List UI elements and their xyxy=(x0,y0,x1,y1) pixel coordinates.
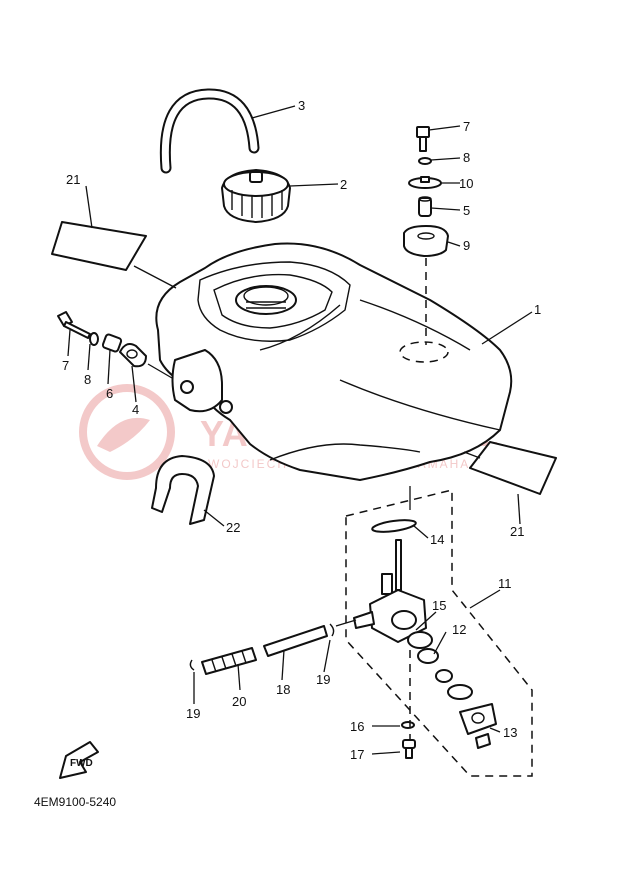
callout-13: 13 xyxy=(503,725,517,740)
callout-11: 11 xyxy=(498,576,512,591)
callout-14: 14 xyxy=(430,532,444,547)
callout-7-right: 7 xyxy=(463,119,470,134)
washer-left xyxy=(89,332,99,346)
callout-2: 2 xyxy=(340,177,347,192)
fuel-cock-assembly-boundary xyxy=(345,489,533,777)
screw-cover xyxy=(475,733,491,749)
hose-clip-left xyxy=(189,659,195,671)
callout-20: 20 xyxy=(232,694,246,709)
callout-labels: 3 2 7 8 10 5 9 1 21 7 8 6 4 22 21 14 11 … xyxy=(62,98,541,762)
fwd-label: FWD xyxy=(70,758,93,769)
callout-4: 4 xyxy=(132,402,139,417)
rubber-strap xyxy=(151,455,215,525)
callout-1: 1 xyxy=(534,302,541,317)
grommet-left xyxy=(119,343,147,368)
fwd-arrow-icon: FWD xyxy=(59,741,99,779)
callout-3: 3 xyxy=(298,98,305,113)
catalog-code: 4EM9100-5240 xyxy=(34,795,116,809)
callout-7-left: 7 xyxy=(62,358,69,373)
callout-21-left: 21 xyxy=(66,172,80,187)
callout-19-left: 19 xyxy=(186,706,200,721)
callout-8-left: 8 xyxy=(84,372,91,387)
label-decal-right xyxy=(469,441,557,495)
lever-cover xyxy=(435,669,497,735)
washer-right xyxy=(418,157,432,165)
callout-12: 12 xyxy=(452,622,466,637)
o-ring xyxy=(407,631,433,649)
callout-17: 17 xyxy=(350,747,364,762)
callout-15: 15 xyxy=(432,598,446,613)
label-decal-left xyxy=(51,221,147,271)
fuel-cock xyxy=(353,539,427,643)
callout-22: 22 xyxy=(226,520,240,535)
collar-plate xyxy=(408,176,442,189)
leader-lines xyxy=(67,105,533,755)
collar xyxy=(418,196,432,217)
fuel-cap xyxy=(221,169,291,223)
bolt-left xyxy=(57,311,91,339)
breather-hose xyxy=(159,88,260,174)
fuel-tank xyxy=(155,242,513,481)
bolt-right xyxy=(416,126,430,152)
callout-21-right: 21 xyxy=(510,524,524,539)
callout-5: 5 xyxy=(463,203,470,218)
gasket-oval xyxy=(371,519,417,533)
washer-bottom xyxy=(401,721,415,729)
callout-6: 6 xyxy=(106,386,113,401)
damper-grommet xyxy=(403,225,449,257)
callout-16: 16 xyxy=(350,719,364,734)
callout-8-right: 8 xyxy=(463,150,470,165)
filter-cup xyxy=(417,648,439,664)
screw-bottom xyxy=(402,739,416,759)
fuel-hose xyxy=(263,625,328,657)
callout-9: 9 xyxy=(463,238,470,253)
callout-18: 18 xyxy=(276,682,290,697)
watermark-logo-icon xyxy=(79,384,175,480)
callout-19-right: 19 xyxy=(316,672,330,687)
callout-10: 10 xyxy=(459,176,473,191)
fuel-hose-spring xyxy=(201,647,257,675)
hose-clip-right xyxy=(329,623,335,637)
collar-left xyxy=(101,333,123,353)
